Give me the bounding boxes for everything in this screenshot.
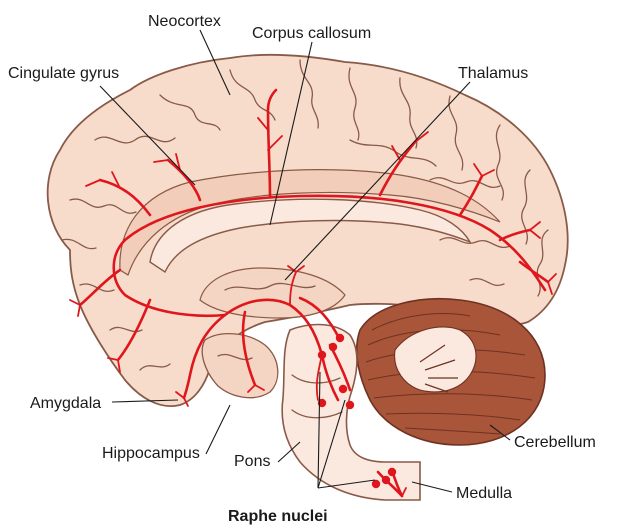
raphe-dot (346, 401, 354, 409)
label-corpus-callosum: Corpus callosum (252, 25, 371, 42)
raphe-dot (388, 468, 396, 476)
label-raphe-nuclei: Raphe nuclei (228, 508, 328, 525)
label-cingulate-gyrus: Cingulate gyrus (8, 65, 119, 82)
raphe-dot (318, 351, 326, 359)
label-neocortex: Neocortex (148, 13, 221, 30)
raphe-dot (336, 334, 344, 342)
hippocampus-shape (202, 334, 278, 398)
raphe-dot (329, 343, 337, 351)
label-medulla: Medulla (456, 485, 512, 502)
raphe-dot (382, 476, 390, 484)
label-thalamus: Thalamus (458, 65, 528, 82)
label-pons: Pons (234, 453, 270, 470)
raphe-dot (372, 480, 380, 488)
label-hippocampus: Hippocampus (102, 445, 200, 462)
raphe-dot (339, 385, 347, 393)
label-cerebellum: Cerebellum (514, 434, 596, 451)
label-amygdala: Amygdala (30, 395, 101, 412)
